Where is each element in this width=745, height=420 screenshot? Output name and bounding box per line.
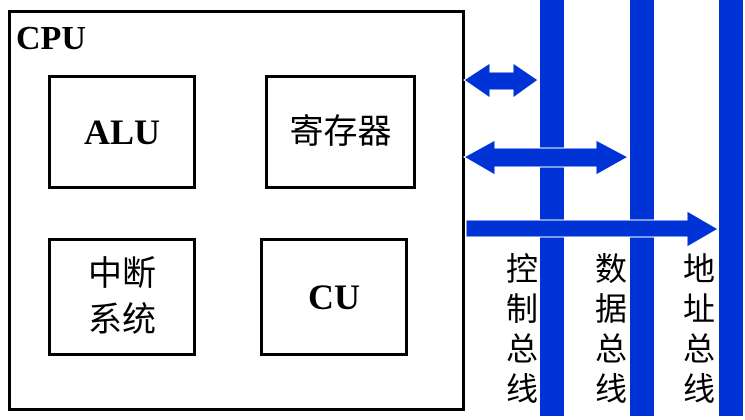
alu-label: ALU (83, 112, 160, 152)
cpu-title: CPU (16, 20, 86, 57)
cu-box: CU (260, 238, 408, 356)
address-bus-arrow (465, 210, 719, 248)
cpu-box (8, 10, 465, 411)
control-bus-label: 控制总线 (501, 252, 539, 412)
interrupt-system-box: 中断系统 (48, 238, 196, 356)
control-bus-line (540, 0, 564, 416)
cu-label: CU (308, 277, 360, 317)
data-bus-arrow (462, 139, 630, 176)
interrupt-label-line2: 系统 (88, 300, 156, 340)
interrupt-label-line1: 中断 (88, 254, 156, 294)
alu-box: ALU (48, 75, 196, 189)
registers-box: 寄存器 (265, 75, 416, 189)
control-bus-arrow (463, 62, 539, 99)
address-bus-line (719, 0, 743, 416)
address-bus-label: 地址总线 (678, 252, 716, 412)
data-bus-line (630, 0, 654, 416)
data-bus-label: 数据总线 (590, 252, 628, 412)
registers-label: 寄存器 (289, 112, 392, 152)
